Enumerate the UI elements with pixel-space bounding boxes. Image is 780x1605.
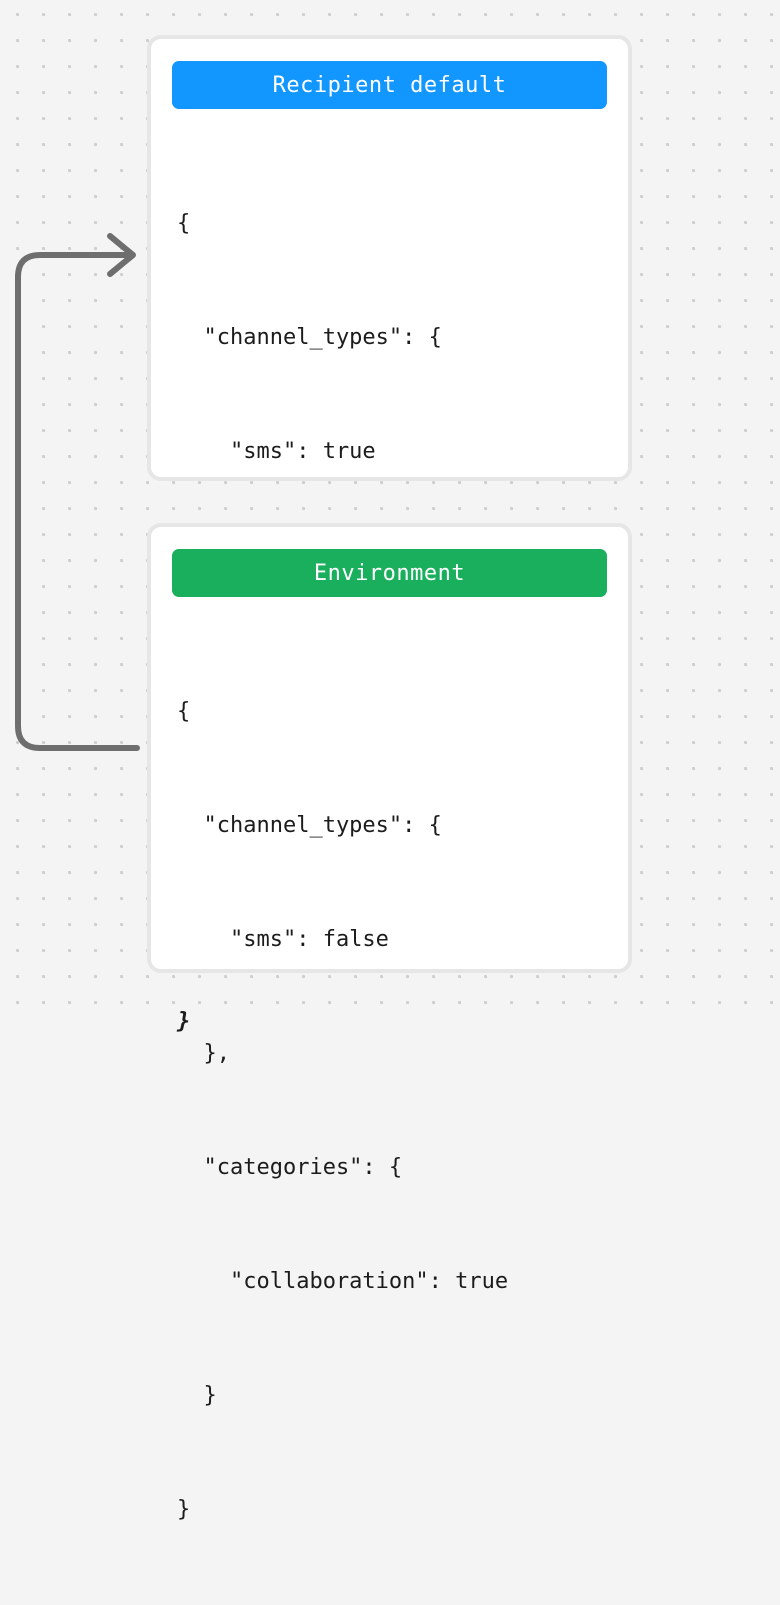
code-line: "channel_types": { (177, 325, 442, 350)
code-line: { (177, 211, 191, 236)
card-header-recipient-default: Recipient default (172, 61, 607, 109)
code-line: "sms": false (177, 927, 389, 952)
code-line: } (177, 1497, 191, 1522)
code-line: }, (177, 1041, 230, 1066)
inheritance-arrow-path (15, 252, 140, 751)
code-line: } (177, 1383, 217, 1408)
card-environment[interactable]: Environment { "channel_types": { "sms": … (147, 523, 632, 1522)
card-header-label: Recipient default (272, 72, 507, 98)
code-line: { (177, 699, 191, 724)
code-line: "channel_types": { (177, 813, 442, 838)
inheritance-arrow-head (107, 233, 136, 277)
card-header-label: Environment (313, 560, 466, 586)
card-recipient-default[interactable]: Recipient default { "channel_types": { "… (147, 35, 632, 1034)
code-line: "categories": { (177, 1155, 403, 1180)
code-line: "sms": true (177, 439, 376, 464)
code-line: "collaboration": true (177, 1269, 509, 1294)
card-header-environment: Environment (172, 549, 607, 597)
json-preferences-environment: { "channel_types": { "sms": false }, "ca… (151, 617, 628, 1605)
